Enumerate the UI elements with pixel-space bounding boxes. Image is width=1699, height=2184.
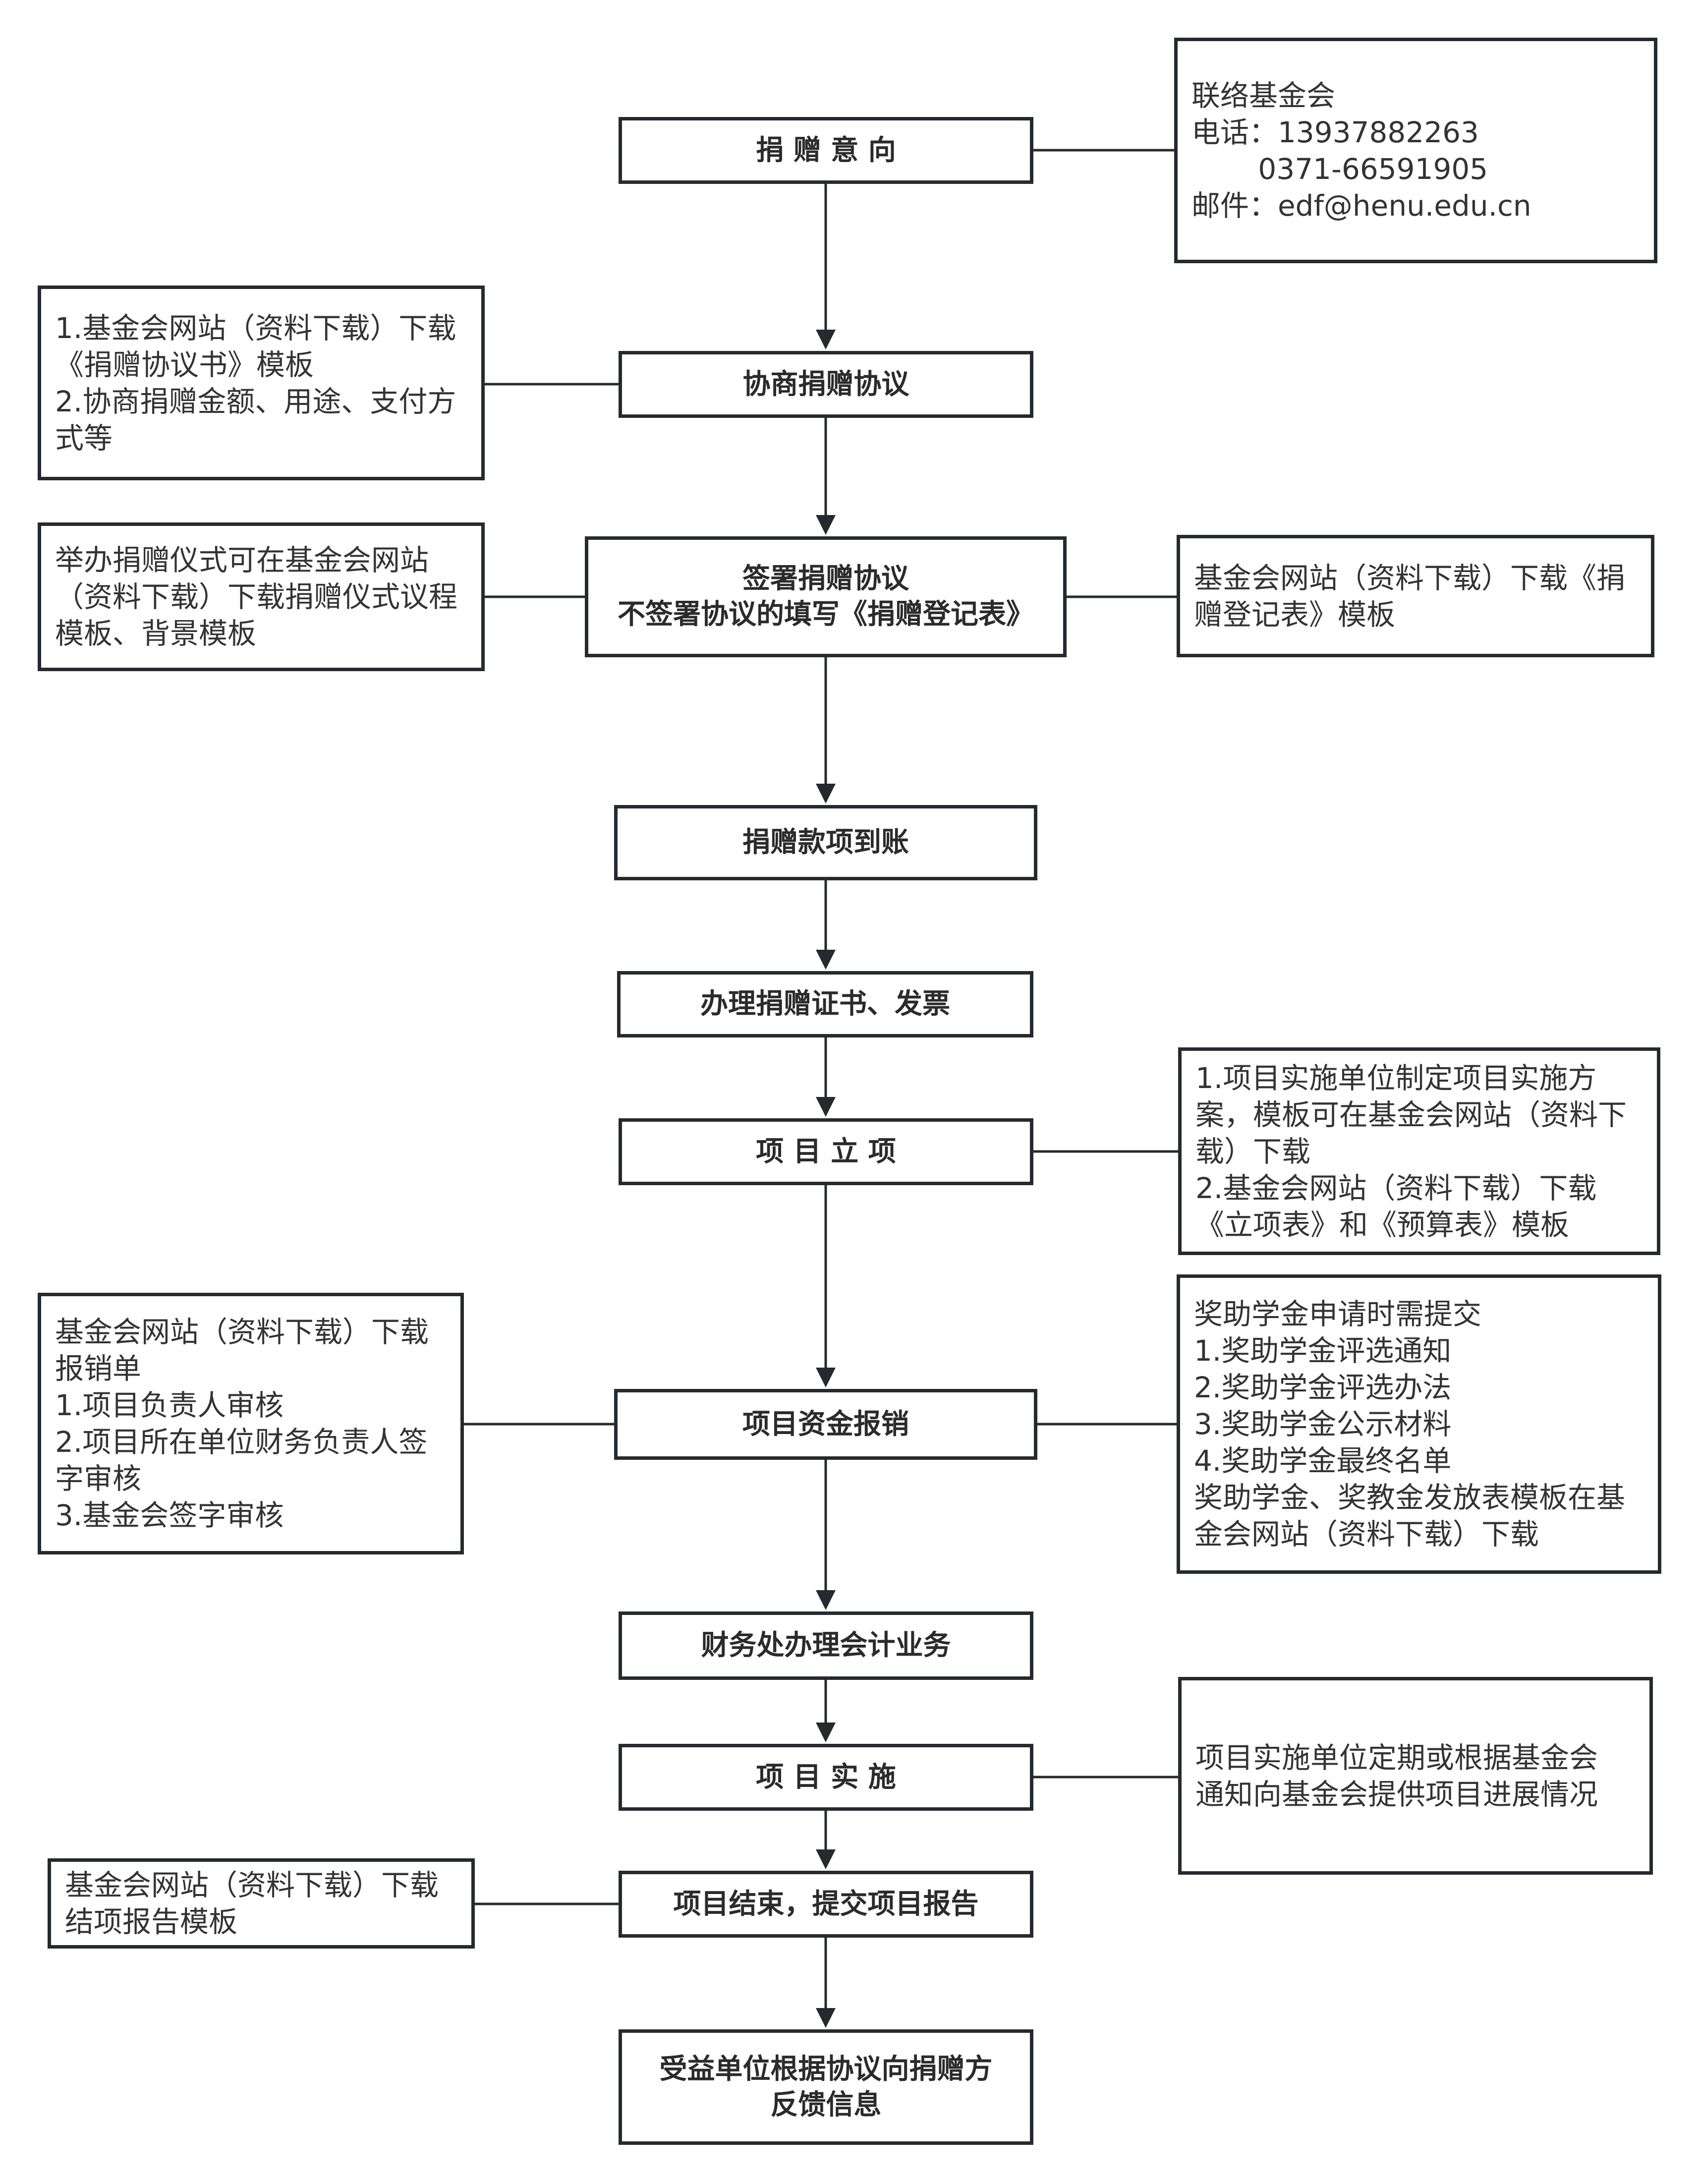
step-label: 不签署协议的填写《捐赠登记表》 [618, 598, 1034, 631]
note-line: 项目实施单位定期或根据基金会 [1195, 1740, 1598, 1775]
note-line: 举办捐赠仪式可在基金会网站 [55, 543, 429, 577]
note-line: 基金会网站（资料下载）下载 [65, 1868, 439, 1902]
note-line: 通知向基金会提供项目进展情况 [1195, 1777, 1598, 1811]
note-implementation: 项目实施单位定期或根据基金会 通知向基金会提供项目进展情况 [1178, 1677, 1653, 1875]
note-line: 模板、背景模板 [55, 617, 257, 650]
step-feedback: 受益单位根据协议向捐赠方反馈信息 [619, 2029, 1033, 2145]
note-contact: 联络基金会 电话：13937882263 0371-66591905 邮件：ed… [1174, 38, 1657, 263]
step-label: 项 目 实 施 [756, 1761, 896, 1793]
note-line: 式等 [55, 421, 113, 455]
note-line: 基金会网站（资料下载）下载《捐 [1194, 561, 1626, 595]
step-label: 反馈信息 [770, 2088, 882, 2121]
step-label: 项目结束，提交项目报告 [673, 1888, 979, 1920]
note-line: 1.项目实施单位制定项目实施方 [1195, 1061, 1597, 1095]
step-sign-agreement: 签署捐赠协议不签署协议的填写《捐赠登记表》 [585, 536, 1067, 657]
note-line: 字审核 [55, 1462, 142, 1495]
step-certificate-invoice: 办理捐赠证书、发票 [617, 971, 1033, 1037]
step-implementation: 项 目 实 施 [619, 1744, 1033, 1811]
step-label: 项目资金报销 [742, 1408, 909, 1440]
step-project-approval: 项 目 立 项 [619, 1118, 1033, 1185]
note-final-report: 基金会网站（资料下载）下载 结项报告模板 [48, 1858, 475, 1949]
note-line: 1.基金会网站（资料下载）下载 [55, 311, 456, 345]
note-line: 《立项表》和《预算表》模板 [1195, 1207, 1570, 1242]
note-line: 赠登记表》模板 [1194, 597, 1396, 632]
step-negotiate-agreement: 协商捐赠协议 [619, 351, 1033, 418]
note-line: 2.项目所在单位财务负责人签 [55, 1425, 428, 1459]
note-line: 报销单 [55, 1352, 142, 1385]
step-label: 捐 赠 意 向 [756, 134, 896, 167]
note-line: 2.协商捐赠金额、用途、支付方 [55, 384, 456, 418]
note-reimbursement: 基金会网站（资料下载）下载 报销单 1.项目负责人审核 2.项目所在单位财务负责… [38, 1293, 464, 1554]
note-line: 1.奖助学金评选通知 [1194, 1334, 1452, 1368]
note-line: 4.奖助学金最终名单 [1194, 1444, 1452, 1478]
step-label: 签署捐赠协议 [742, 563, 909, 595]
note-line: 2.奖助学金评选办法 [1194, 1371, 1452, 1404]
note-line: 《捐赠协议书》模板 [55, 347, 314, 382]
note-line: 案，模板可在基金会网站（资料下 [1195, 1097, 1627, 1132]
step-label: 协商捐赠协议 [742, 368, 909, 401]
note-scholarship: 奖助学金申请时需提交 1.奖助学金评选通知 2.奖助学金评选办法 3.奖助学金公… [1177, 1274, 1661, 1574]
step-reimbursement: 项目资金报销 [614, 1389, 1037, 1460]
step-funds-received: 捐赠款项到账 [614, 805, 1037, 880]
step-label: 财务处办理会计业务 [701, 1629, 951, 1662]
note-line: 3.奖助学金公示材料 [1194, 1407, 1452, 1441]
note-line: 基金会网站（资料下载）下载 [55, 1315, 429, 1349]
step-label: 项 目 立 项 [756, 1135, 896, 1168]
note-line: 1.项目负责人审核 [55, 1388, 284, 1422]
note-line: 3.基金会签字审核 [55, 1498, 284, 1532]
step-accounting: 财务处办理会计业务 [619, 1611, 1033, 1680]
step-donation-intent: 捐 赠 意 向 [619, 117, 1033, 184]
note-line: 载）下载 [1195, 1134, 1311, 1168]
note-line: 2.基金会网站（资料下载）下载 [1195, 1171, 1597, 1205]
note-line: 结项报告模板 [65, 1905, 238, 1939]
note-line: （资料下载）下载捐赠仪式议程 [55, 580, 458, 614]
step-label: 办理捐赠证书、发票 [700, 988, 950, 1020]
note-line: 邮件：edf@henu.edu.cn [1191, 188, 1531, 223]
step-label: 捐赠款项到账 [742, 826, 909, 859]
note-line: 联络基金会 [1191, 78, 1336, 113]
note-line: 金会网站（资料下载）下载 [1194, 1517, 1539, 1551]
step-label: 受益单位根据协议向捐赠方 [659, 2053, 993, 2085]
note-line: 奖助学金申请时需提交 [1194, 1297, 1482, 1331]
note-line: 0371-66591905 [1191, 152, 1488, 186]
note-negotiate: 1.基金会网站（资料下载）下载 《捐赠协议书》模板 2.协商捐赠金额、用途、支付… [38, 286, 485, 480]
step-project-end: 项目结束，提交项目报告 [619, 1871, 1033, 1938]
note-line: 电话：13937882263 [1191, 115, 1479, 149]
note-register-form: 基金会网站（资料下载）下载《捐 赠登记表》模板 [1177, 535, 1654, 657]
note-project-plan: 1.项目实施单位制定项目实施方 案，模板可在基金会网站（资料下 载）下载 2.基… [1178, 1047, 1660, 1255]
note-line: 奖助学金、奖教金发放表模板在基 [1194, 1481, 1626, 1514]
note-ceremony: 举办捐赠仪式可在基金会网站 （资料下载）下载捐赠仪式议程 模板、背景模板 [38, 522, 485, 671]
